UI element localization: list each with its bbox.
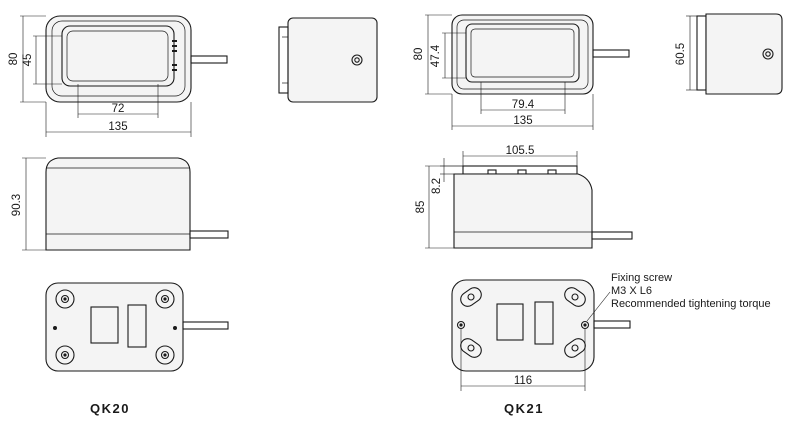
qk20-bottom-cable xyxy=(182,321,229,330)
qk21-window-width-label: 79.4 xyxy=(512,99,535,111)
qk20-window-width-label: 72 xyxy=(112,103,125,115)
model-title-qk20: QK20 xyxy=(90,401,130,416)
qk21-bottom-slot xyxy=(534,301,554,345)
qk20-bottom-view xyxy=(45,282,229,372)
qk20-foot xyxy=(155,289,175,309)
qk21-bottom-view xyxy=(451,279,631,391)
qk21-foot xyxy=(460,287,482,307)
qk21-width-label: 135 xyxy=(513,115,532,127)
qk21-bottom-label-area xyxy=(496,303,524,341)
qk21-fixing-hole xyxy=(580,320,590,330)
qk20-window-height-label: 45 xyxy=(22,54,34,67)
qk21-front-view xyxy=(425,151,633,249)
qk21-height-label: 80 xyxy=(413,48,425,61)
qk20-foot xyxy=(55,289,75,309)
note-line-3: Recommended tightening torque xyxy=(611,298,771,310)
qk20-front-cable xyxy=(189,230,229,239)
qk21-top-view xyxy=(425,14,630,130)
qk21-top-width-label: 105.5 xyxy=(506,145,535,157)
qk21-side-view xyxy=(686,13,783,95)
qk20-front-height-label: 90.3 xyxy=(11,194,23,216)
qk21-side-height-label: 60.5 xyxy=(675,43,687,65)
qk21-front-cable xyxy=(591,231,633,240)
qk20-bottom-label-area xyxy=(90,306,119,344)
qk21-cap-height-label: 8.2 xyxy=(431,178,443,194)
qk21-front-height-label: 85 xyxy=(415,201,427,214)
qk21-window-height-label: 47.4 xyxy=(430,44,442,67)
qk20-height-label: 80 xyxy=(8,53,20,66)
qk21-foot xyxy=(564,287,586,307)
qk20-foot xyxy=(155,345,175,365)
qk21-hole-spacing-label: 116 xyxy=(514,375,532,387)
qk21-fixing-hole xyxy=(456,320,466,330)
qk20-front-view xyxy=(22,157,229,251)
qk20-foot xyxy=(55,345,75,365)
qk20-width-label: 135 xyxy=(108,121,127,133)
qk21-bottom-cable xyxy=(593,320,631,329)
fixing-screw-note: Fixing screw M3 X L6 Recommended tighten… xyxy=(611,272,771,310)
qk20-bottom-slot xyxy=(127,304,147,348)
note-line-1: Fixing screw xyxy=(611,272,672,284)
model-title-qk21: QK21 xyxy=(504,401,544,416)
qk20-side-view xyxy=(278,17,378,103)
qk21-foot xyxy=(564,338,586,358)
qk21-cable xyxy=(592,49,630,58)
qk20-led-marks xyxy=(172,40,177,71)
qk21-foot xyxy=(460,338,482,358)
note-line-2: M3 X L6 xyxy=(611,285,652,297)
qk20-top-view xyxy=(20,15,228,137)
qk20-cable xyxy=(190,55,228,64)
